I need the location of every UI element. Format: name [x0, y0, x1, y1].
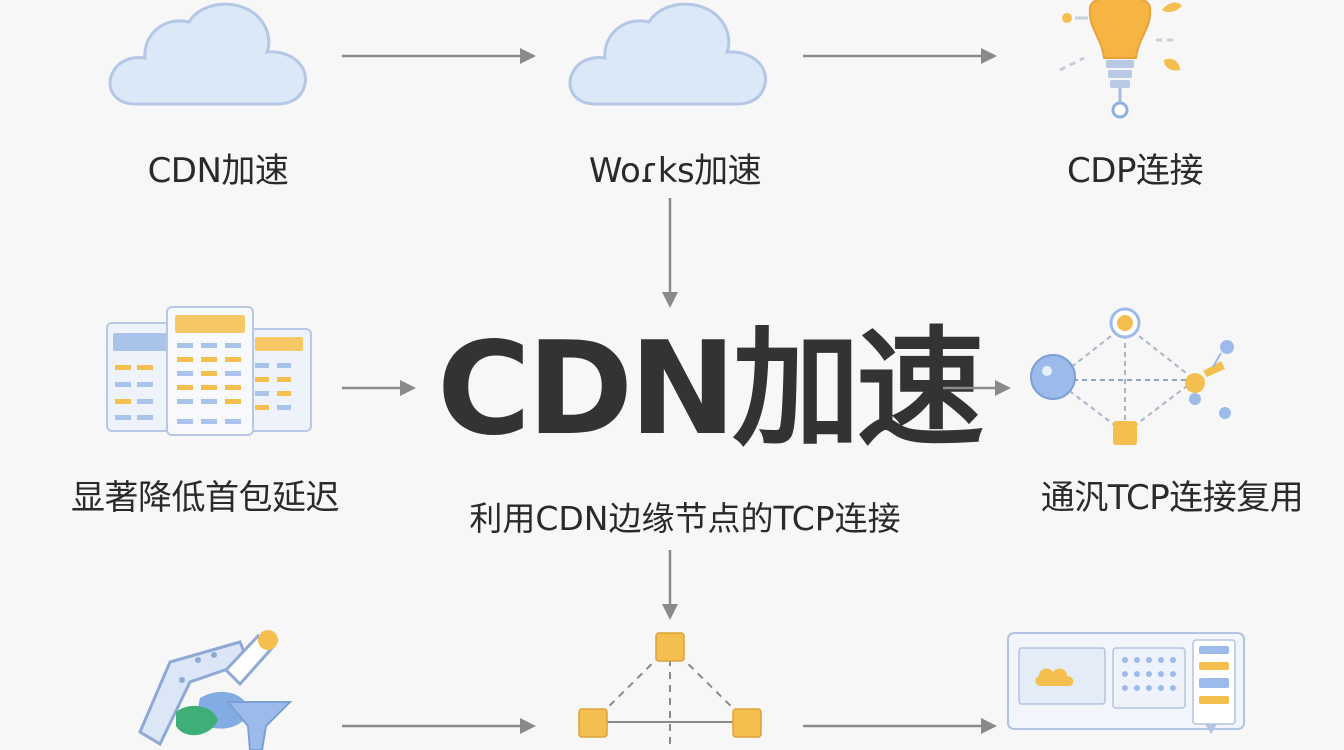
node-label-top-right: CDP连接 — [1067, 151, 1203, 191]
network-icon — [1030, 307, 1234, 445]
dashboard-icon — [1007, 632, 1245, 734]
node-label-top-left: CDN加速 — [147, 151, 289, 191]
subtitle: 利用CDN边缘节点的TCP连接 — [469, 499, 901, 538]
arrow-right-icon — [803, 48, 997, 64]
node-graph-icon — [578, 632, 762, 750]
spreadsheet-icon — [106, 306, 312, 436]
cloud-icon — [568, 2, 768, 106]
lab-tools-icon — [138, 630, 293, 750]
node-label-middle-right: 通汎TCP连接复用 — [1040, 478, 1304, 518]
arrow-right-icon — [803, 718, 997, 734]
main-title: CDN加速 — [437, 315, 984, 464]
arrow-right-icon — [342, 718, 536, 734]
arrow-right-icon — [342, 48, 536, 64]
arrow-right-icon — [943, 380, 1011, 396]
node-label-top-middle: Woɾks加速 — [588, 151, 762, 191]
cloud-icon — [108, 2, 308, 106]
node-label-middle-left: 显著降低首包延迟 — [71, 478, 340, 518]
lightbulb-icon — [1059, 0, 1182, 119]
arrow-down-icon — [662, 550, 678, 620]
arrow-right-icon — [342, 380, 416, 396]
arrow-down-icon — [662, 198, 678, 308]
